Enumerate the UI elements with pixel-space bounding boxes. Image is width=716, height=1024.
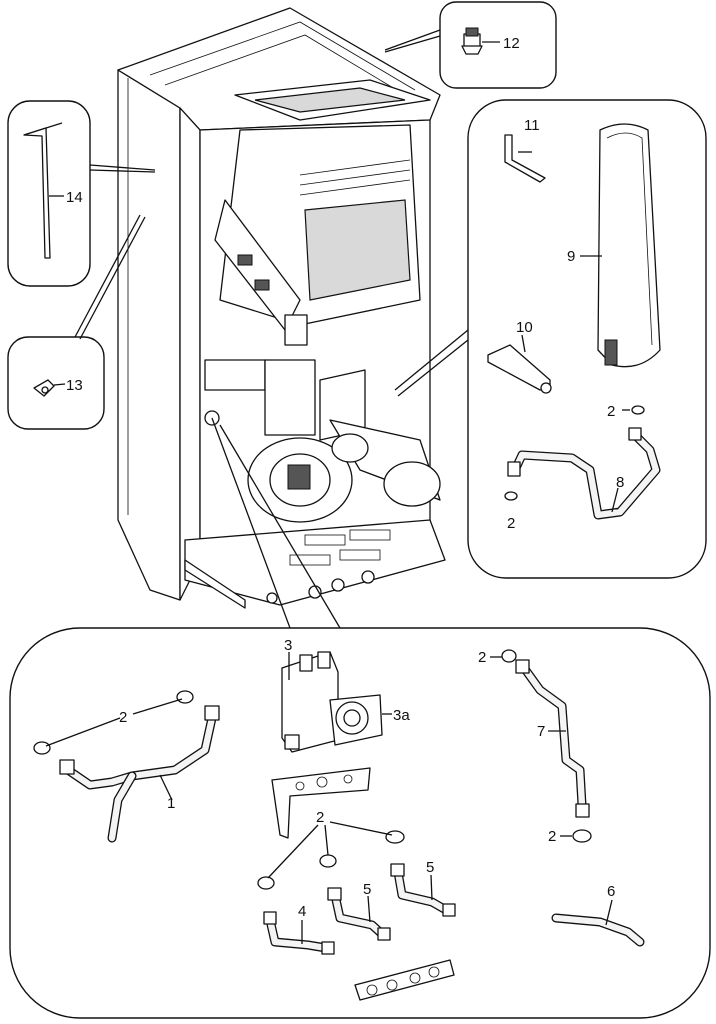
callout-14: 14: [66, 189, 83, 206]
callout-3: 3: [284, 637, 292, 654]
callout-labels: 14 13 12 11 9 10 2 8 2 3 3a 2 1 2 4 5 5 …: [66, 35, 624, 920]
inset-expansion-vessel: [394, 99, 707, 579]
inset-hydraulic-parts: [9, 417, 711, 1019]
callout-7: 7: [537, 723, 545, 740]
callout-8: 8: [616, 474, 624, 491]
callout-2-pipe7-bottom: 2: [548, 828, 556, 845]
callout-2-vessel-top: 2: [607, 403, 615, 420]
callout-5-left: 5: [363, 881, 371, 898]
callout-9: 9: [567, 248, 575, 265]
callout-10: 10: [516, 319, 533, 336]
callout-12: 12: [503, 35, 520, 52]
callout-5-right: 5: [426, 859, 434, 876]
callout-2-vessel-bottom: 2: [507, 515, 515, 532]
inset-clip: [7, 214, 146, 430]
boiler-cabinet: [117, 7, 446, 609]
callout-11: 11: [524, 117, 540, 134]
callout-2-pipe7-top: 2: [478, 649, 486, 666]
callout-3a: 3a: [393, 707, 410, 724]
callout-4: 4: [298, 903, 306, 920]
inset-valve: [384, 1, 557, 89]
inset-allen-key: [7, 100, 156, 287]
callout-6: 6: [607, 883, 615, 900]
callout-1: 1: [167, 795, 175, 812]
callout-13: 13: [66, 377, 83, 394]
callout-2-center: 2: [316, 809, 324, 826]
callout-2-pipe1: 2: [119, 709, 127, 726]
